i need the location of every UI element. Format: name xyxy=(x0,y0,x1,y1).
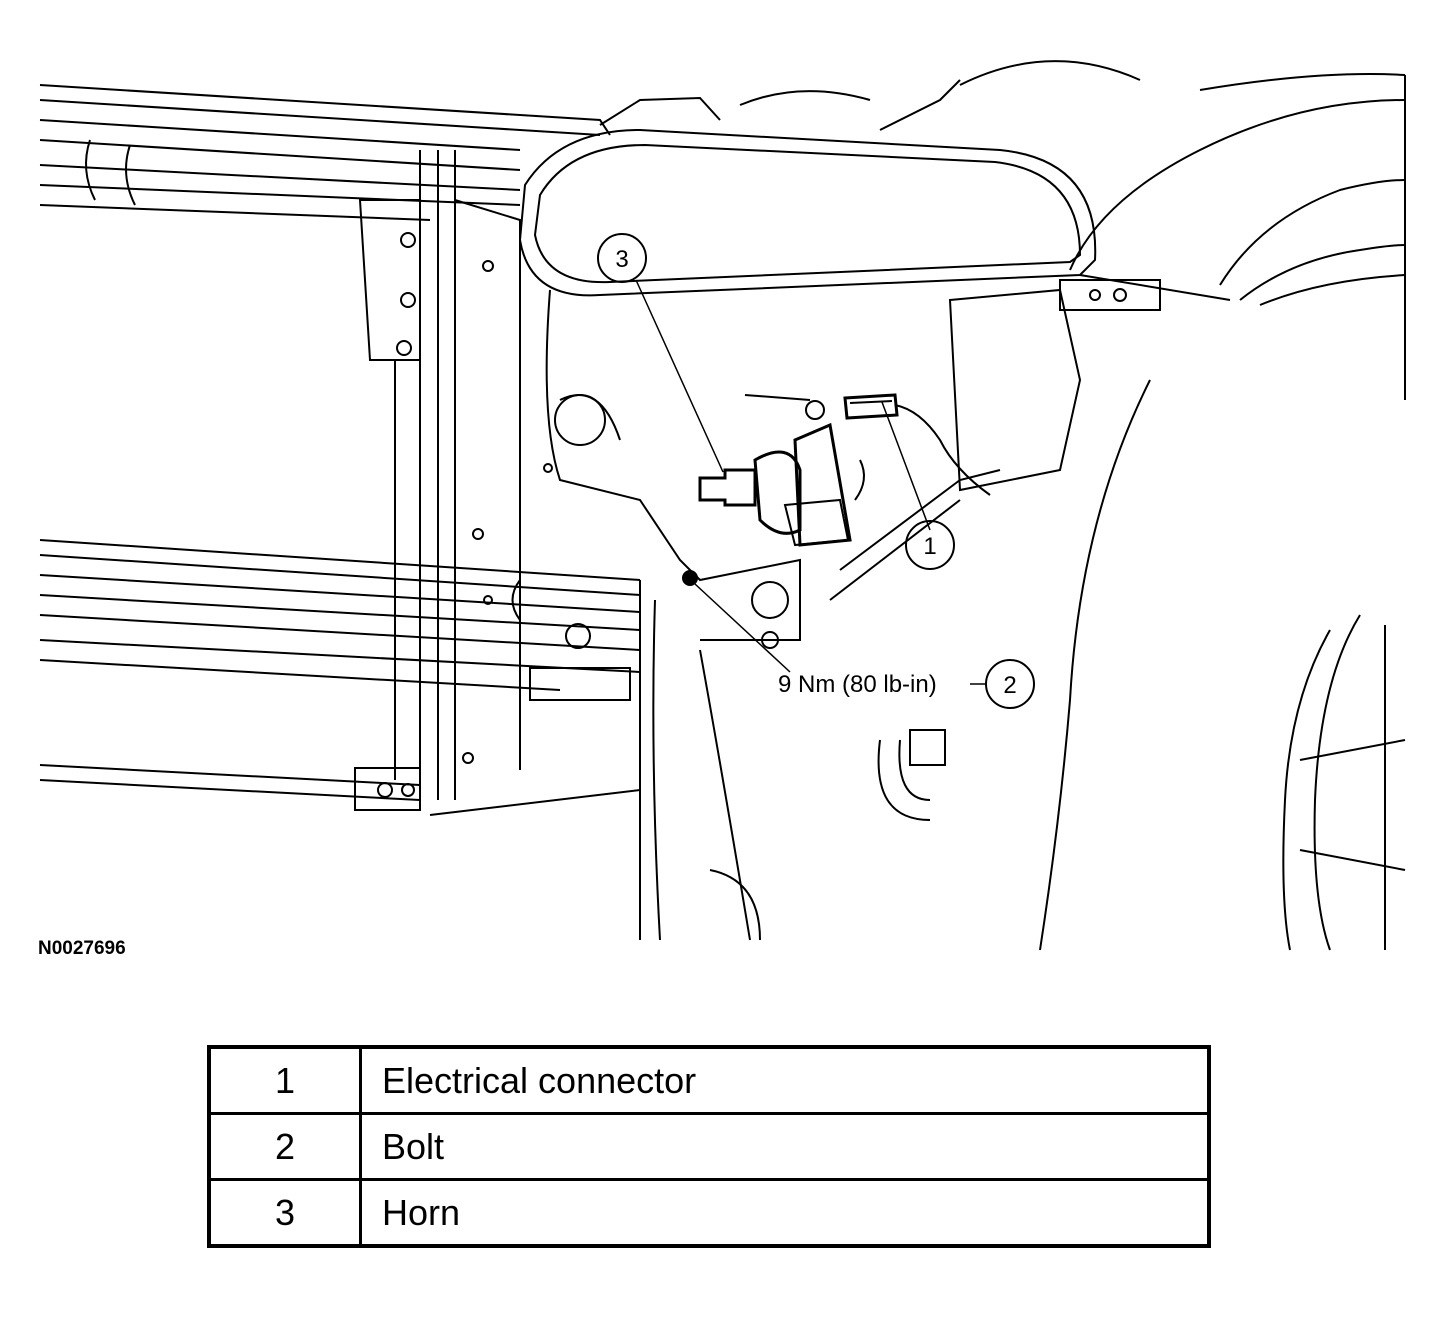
inner-fender xyxy=(483,279,1161,941)
callout-2-label: 2 xyxy=(1003,672,1016,699)
callout-2: 2 xyxy=(985,659,1035,709)
legend-num: 3 xyxy=(207,1178,362,1248)
legend-desc: Horn xyxy=(359,1178,1211,1248)
horn-installation-drawing: 3 1 2 9 Nm (80 lb-in) N0027696 xyxy=(38,60,1406,959)
legend-table: 1 Electrical connector 2 Bolt 3 Horn xyxy=(207,1045,1211,1248)
callout-3-label: 3 xyxy=(615,246,628,273)
electrical-connector xyxy=(843,393,991,496)
table-row: 3 Horn xyxy=(207,1178,1211,1248)
bolt xyxy=(682,570,698,586)
callout-1: 1 xyxy=(905,520,955,570)
table-row: 1 Electrical connector xyxy=(207,1045,1211,1115)
legend-num: 2 xyxy=(207,1112,362,1181)
fender xyxy=(959,60,1406,951)
figure-id: N0027696 xyxy=(38,938,126,959)
horn-assembly xyxy=(698,394,865,547)
radiator-support xyxy=(39,84,611,800)
legend-desc: Bolt xyxy=(359,1112,1211,1181)
legend-desc: Electrical connector xyxy=(359,1045,1211,1115)
leader-lines xyxy=(635,279,985,685)
torque-spec: 9 Nm (80 lb-in) xyxy=(778,671,937,698)
legend-num: 1 xyxy=(207,1045,362,1115)
callout-3: 3 xyxy=(597,233,647,283)
headlamp-housing xyxy=(518,79,1097,297)
callout-1-label: 1 xyxy=(923,533,936,560)
table-row: 2 Bolt xyxy=(207,1112,1211,1181)
bumper-beam xyxy=(39,539,641,816)
